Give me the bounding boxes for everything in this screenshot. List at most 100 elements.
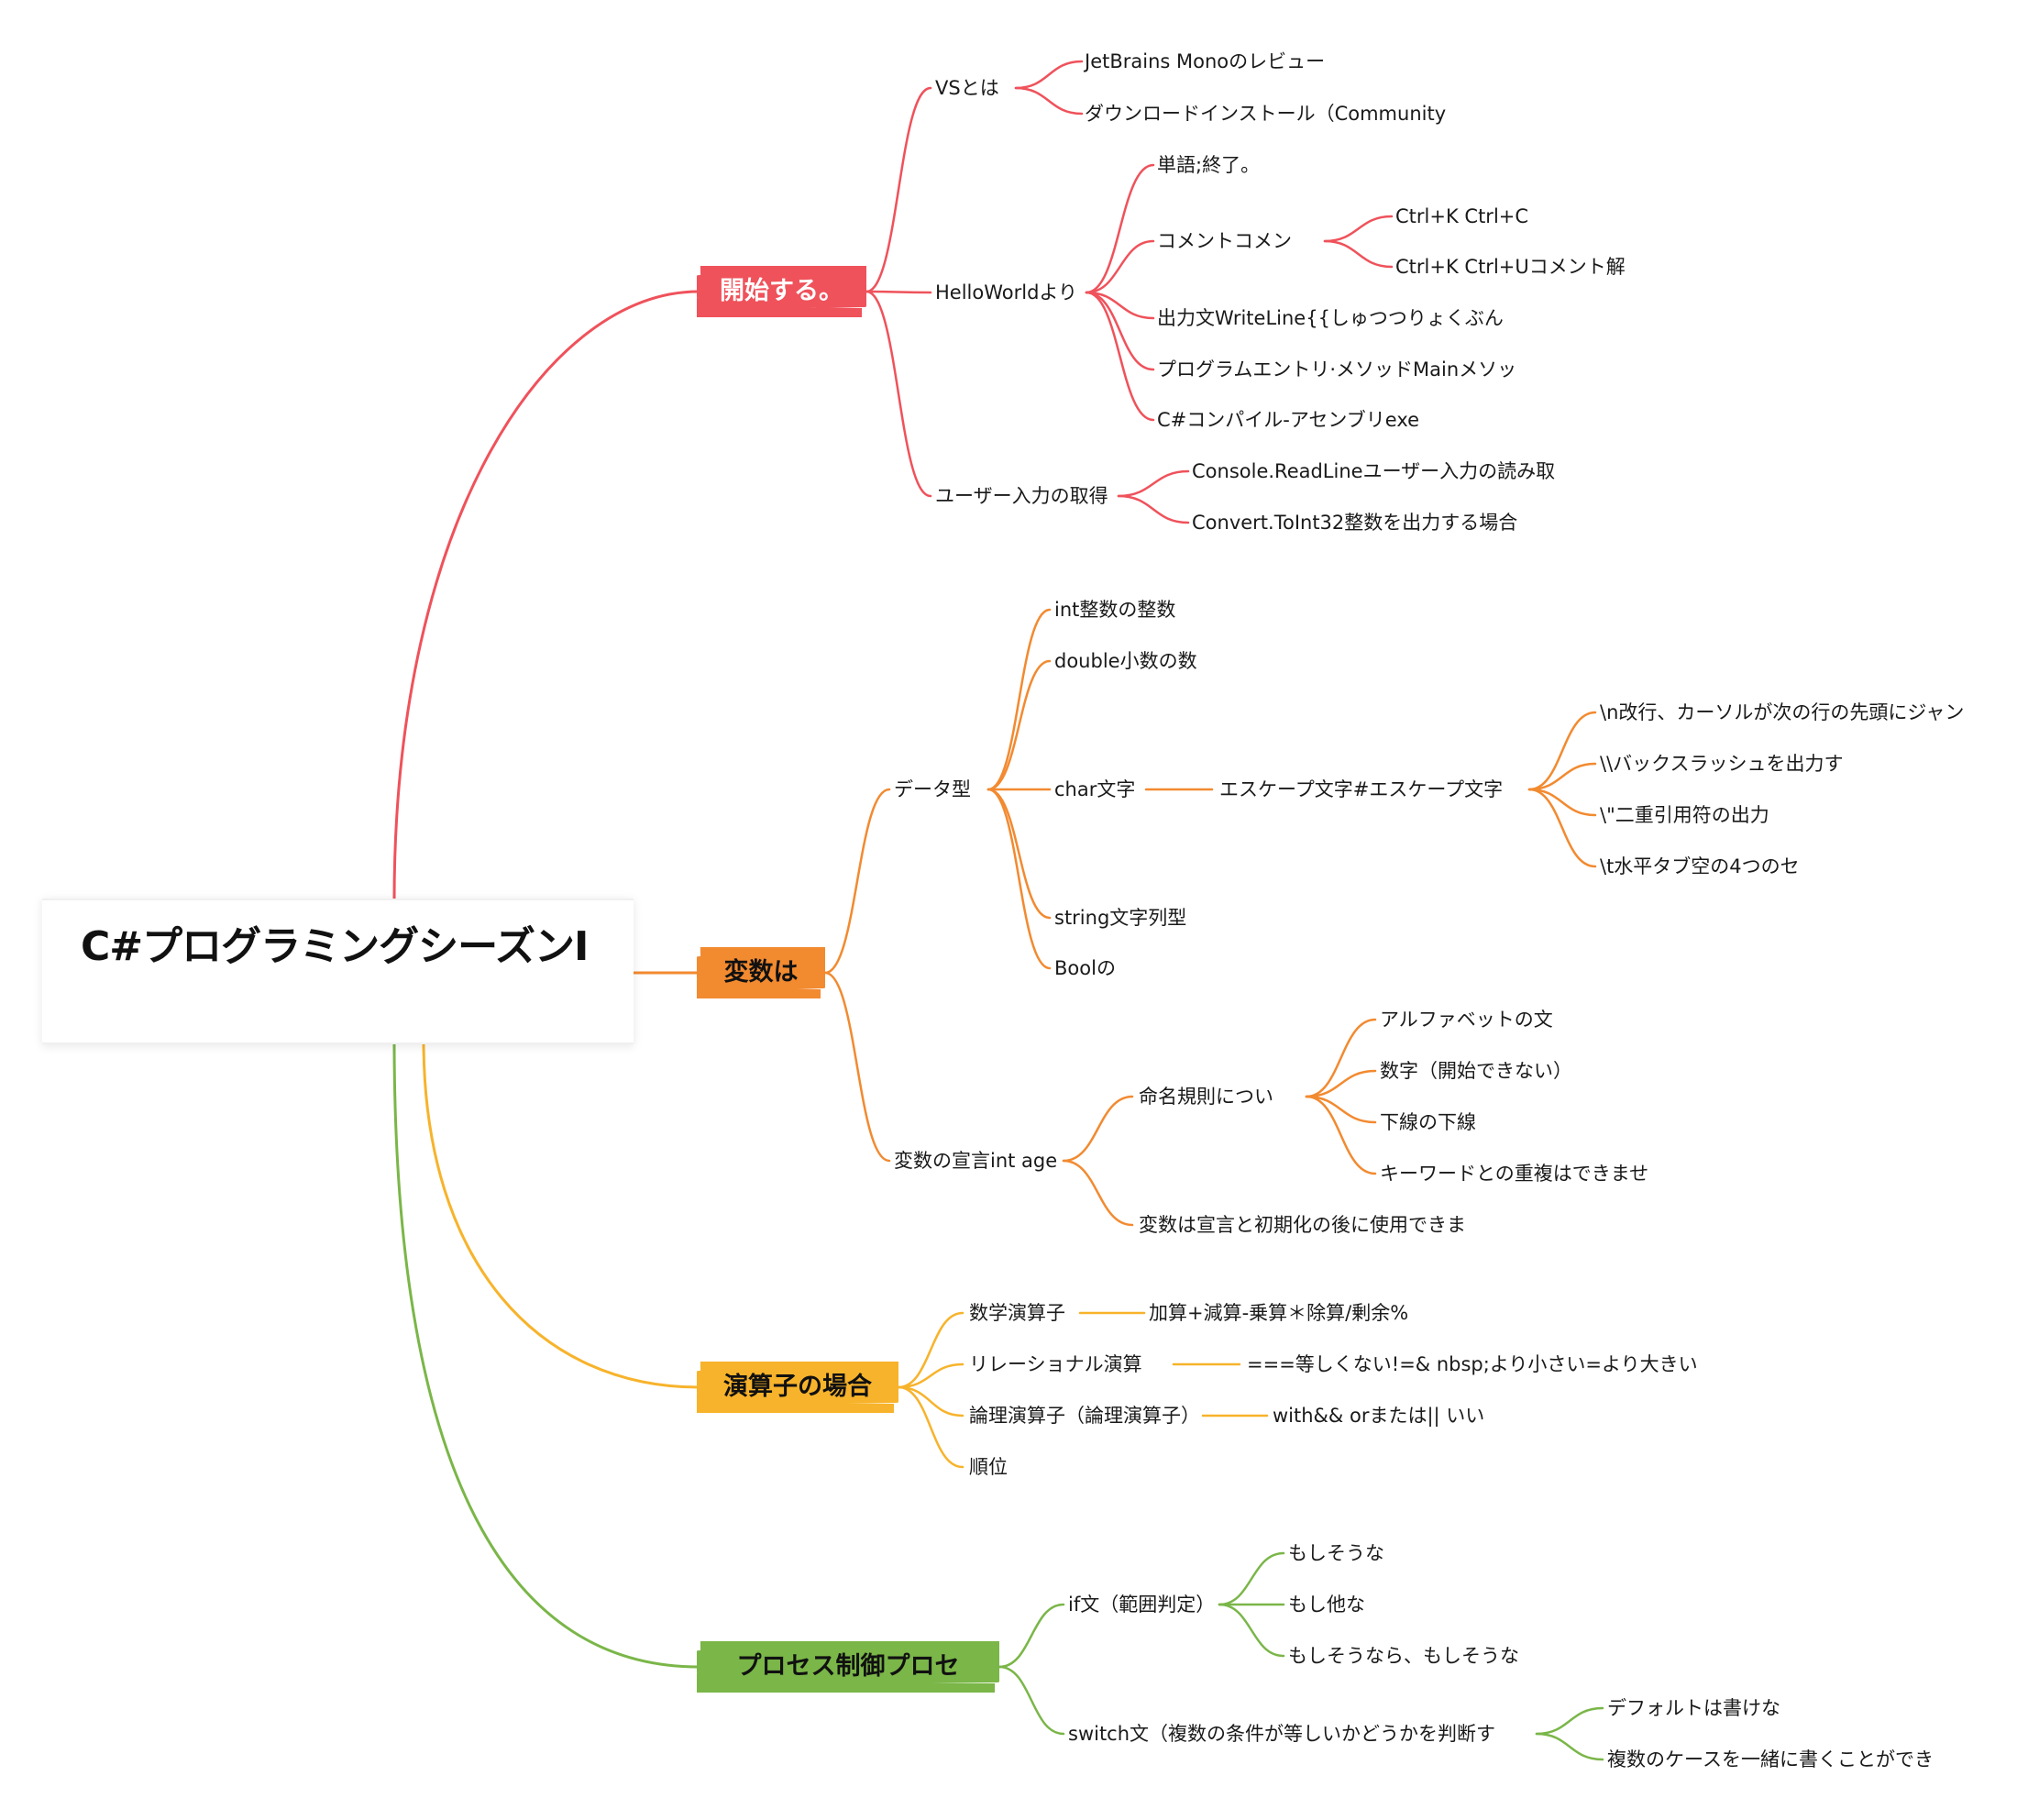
connector-line [1323, 215, 1394, 243]
node-math[interactable]: 数学演算子 [969, 1302, 1065, 1324]
connector-line [1014, 60, 1084, 90]
node-datatype-item[interactable]: int整数の整数 [1054, 599, 1176, 621]
connector-root-start [392, 290, 700, 902]
node-logical-detail[interactable]: with&& orまたは|| いい [1273, 1405, 1485, 1427]
root-node[interactable]: C#プログラミングシーズンⅠ [42, 899, 634, 1044]
connector-line [1527, 788, 1597, 868]
connector-line [997, 1603, 1065, 1669]
branch-start[interactable]: 開始する。 [697, 266, 866, 317]
connector-line [1085, 239, 1155, 294]
node-naming-item[interactable]: アルファベットの文 [1380, 1009, 1553, 1031]
node-escape-item[interactable]: \t水平タブ空の4つのセ [1600, 855, 1800, 877]
node-datatype-item[interactable]: Boolの [1054, 957, 1116, 979]
connector-line [1117, 494, 1190, 524]
connector-line [1085, 291, 1155, 371]
connector-line [1062, 1159, 1134, 1227]
brush-background [697, 1641, 999, 1693]
connector-line [1305, 1095, 1377, 1124]
connector-line [897, 1311, 964, 1389]
node-hello-comment[interactable]: コメントコメン [1157, 230, 1292, 252]
connector-line [823, 971, 891, 1163]
connector-line [897, 1385, 964, 1469]
node-comment-item[interactable]: Ctrl+K Ctrl+C [1395, 205, 1529, 227]
node-hello-item[interactable]: 単語;終了。 [1157, 154, 1261, 176]
node-if-item[interactable]: もしそうなら、もしそうな [1288, 1645, 1519, 1667]
node-datatype-item[interactable]: double小数の数 [1054, 650, 1197, 672]
branch-variables[interactable]: 変数は [697, 947, 825, 998]
connector-line [1218, 1551, 1285, 1606]
brush-background [697, 266, 866, 317]
connector-line [1305, 1018, 1377, 1098]
connector-line [997, 1665, 1065, 1736]
connector-line [1305, 1069, 1377, 1098]
brush-background [697, 947, 825, 998]
node-naming-item[interactable]: キーワードとの重複はできませ [1380, 1163, 1649, 1185]
branch-start-label: 開始する。 [720, 277, 843, 305]
connector-line [1535, 1732, 1604, 1761]
node-helloworld[interactable]: HelloWorldより [935, 281, 1077, 303]
node-escape-item[interactable]: \\バックスラッシュを出力す [1600, 753, 1844, 775]
node-relational-detail[interactable]: ===等しくない!=& nbsp;より小さい=より大きい [1247, 1353, 1698, 1375]
node-declare[interactable]: 変数の宣言int age [894, 1150, 1058, 1172]
connector-line [1218, 1603, 1285, 1658]
node-math-detail[interactable]: 加算+減算-乗算＊除算/剰余% [1149, 1302, 1409, 1324]
connector-line [1323, 239, 1394, 269]
node-usage[interactable]: 変数は宣言と初期化の後に使用できま [1139, 1214, 1466, 1236]
connector-line [1117, 469, 1190, 498]
node-switch[interactable]: switch文（複数の条件が等しいかどうかを判断す [1068, 1723, 1496, 1745]
node-input-item[interactable]: Console.ReadLineユーザー入力の読み取 [1192, 460, 1556, 482]
node-switch-item[interactable]: デフォルトは書けな [1607, 1697, 1780, 1719]
connector-line [865, 86, 932, 293]
connector-line [1085, 163, 1155, 294]
node-datatype-item[interactable]: string文字列型 [1054, 907, 1187, 929]
node-vs[interactable]: VSとは [935, 77, 999, 99]
node-hello-item[interactable]: プログラムエントリ·メソッドMainメソッ [1157, 358, 1517, 381]
connector-line [1062, 1095, 1134, 1163]
node-relational[interactable]: リレーショナル演算 [969, 1353, 1142, 1375]
root-title: C#プログラミングシーズンⅠ [81, 923, 589, 970]
node-if-item[interactable]: もしそうな [1288, 1542, 1384, 1564]
node-datatype-char[interactable]: char文字 [1054, 778, 1136, 800]
connector-line [1527, 711, 1597, 791]
connector-line [986, 788, 1052, 920]
node-vs-item[interactable]: JetBrains Monoのレビュー [1085, 50, 1326, 72]
node-input-item[interactable]: Convert.ToInt32整数を出力する場合 [1192, 512, 1518, 534]
node-naming-item[interactable]: 下線の下線 [1380, 1111, 1476, 1133]
node-escape[interactable]: エスケープ文字#エスケープ文字 [1219, 778, 1504, 800]
branch-control-label: プロセス制御プロセ [736, 1652, 960, 1681]
connector-line [986, 659, 1052, 791]
node-switch-item[interactable]: 複数のケースを一緒に書くことができ [1607, 1748, 1934, 1770]
connector-root-control [392, 1038, 700, 1669]
connector-line [823, 788, 891, 975]
node-if[interactable]: if文（範囲判定） [1068, 1594, 1216, 1616]
connector-line [986, 788, 1052, 970]
branch-control[interactable]: プロセス制御プロセ [697, 1641, 999, 1693]
node-hello-item[interactable]: C#コンパイル-アセンブリexe [1157, 409, 1420, 431]
branch-operators[interactable]: 演算子の場合 [697, 1362, 898, 1413]
connector-line [986, 608, 1052, 791]
connector-line [1014, 86, 1084, 116]
node-hello-item[interactable]: 出力文WriteLine{{しゅつつりょくぶん [1157, 307, 1504, 329]
node-naming[interactable]: 命名規則につい [1139, 1086, 1273, 1108]
node-logical[interactable]: 論理演算子（論理演算子） [969, 1405, 1200, 1427]
connector-line [897, 1362, 964, 1389]
connector-line [1535, 1706, 1604, 1736]
node-vs-item[interactable]: ダウンロードインストール（Community [1085, 103, 1447, 125]
node-if-item[interactable]: もし他な [1288, 1594, 1365, 1616]
node-escape-item[interactable]: \n改行、カーソルが次の行の先頭にジャン [1600, 701, 1965, 723]
connector-line [1527, 762, 1597, 791]
node-datatype[interactable]: データ型 [894, 778, 971, 800]
node-order[interactable]: 順位 [969, 1456, 1008, 1478]
node-escape-item[interactable]: \"二重引用符の出力 [1600, 804, 1769, 826]
node-user-input[interactable]: ユーザー入力の取得 [935, 485, 1108, 507]
node-naming-item[interactable]: 数字（開始できない） [1380, 1060, 1572, 1082]
node-comment-item[interactable]: Ctrl+K Ctrl+Uコメント解 [1395, 256, 1626, 278]
connector-line [1085, 291, 1155, 320]
connector-line [897, 1385, 964, 1417]
brush-background [697, 1362, 898, 1413]
connector-line [1527, 788, 1597, 817]
branch-operators-label: 演算子の場合 [723, 1373, 872, 1401]
connector-root-operators [422, 1038, 700, 1389]
